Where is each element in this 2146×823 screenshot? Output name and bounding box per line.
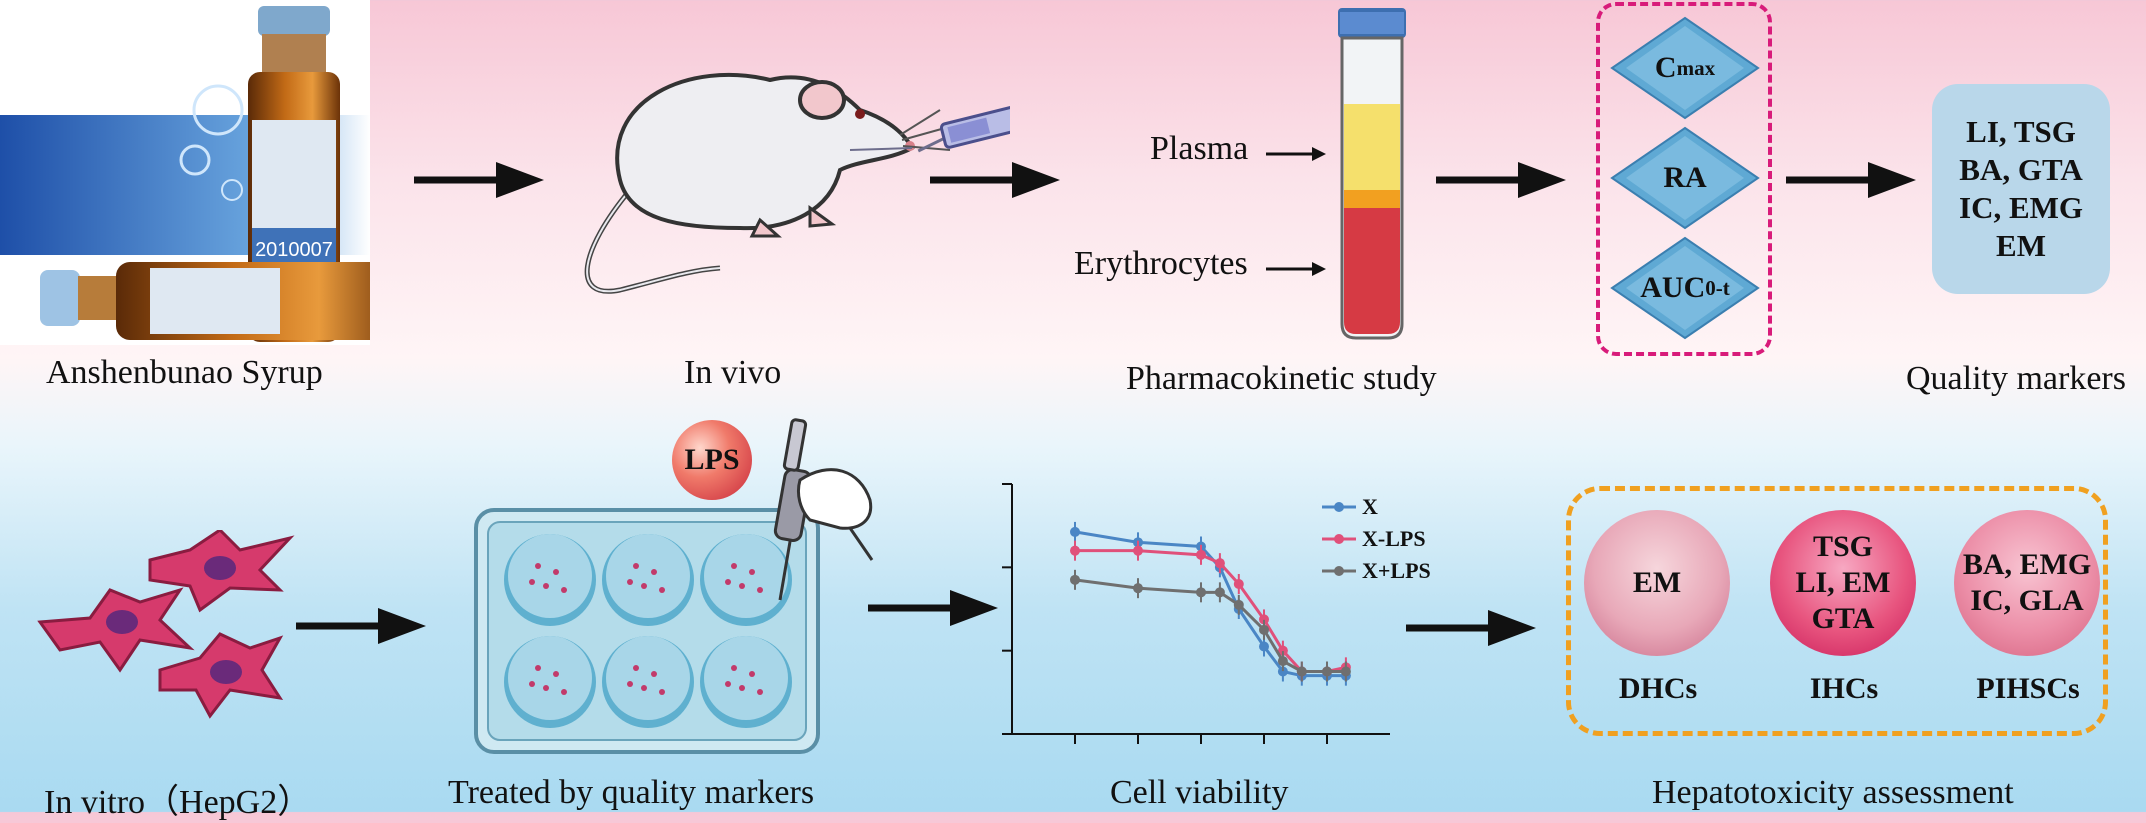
cell-viability-chart <box>990 470 1410 760</box>
lps-sphere: LPS <box>672 420 752 500</box>
data-point <box>1133 545 1143 556</box>
data-point <box>1322 666 1332 677</box>
syrup-image: 2010007 <box>0 0 406 345</box>
dhcs-circle: EM <box>1584 510 1730 656</box>
param-diamond-ra: RA <box>1610 126 1760 230</box>
treated-label: Treated by quality markers <box>448 774 815 811</box>
series-line-x-lps <box>1075 549 1347 673</box>
hepatotox-box <box>1566 486 2108 736</box>
viability-label: Cell viability <box>1110 774 1289 811</box>
legend-item-x-lps: X-LPS <box>1322 526 1426 552</box>
data-point <box>1259 641 1269 652</box>
arrow-viability-to-hepatotox <box>1406 606 1538 650</box>
arrow-cells-to-plate <box>296 604 428 648</box>
syrup-label: Anshenbunao Syrup <box>46 354 323 391</box>
dhcs-title: DHCs <box>1618 672 1698 705</box>
ihcs-line: GTA <box>1811 602 1875 635</box>
well-plate-image <box>472 506 822 756</box>
pihscs-line: IC, GLA <box>1970 584 2084 617</box>
arrow-syrup-to-invivo <box>414 158 546 202</box>
legend-label: X <box>1362 494 1378 519</box>
lps-label: LPS <box>684 443 740 476</box>
plasma-pointer-arrow <box>1266 144 1326 169</box>
qm-line: BA, GTA <box>1959 152 2083 187</box>
data-point <box>1070 574 1080 585</box>
pihscs-title: PIHSCs <box>1976 672 2080 705</box>
hepatotox-label: Hepatotoxicity assessment <box>1652 774 2014 811</box>
data-point <box>1070 526 1080 537</box>
quality-markers-label: Quality markers <box>1906 360 2126 397</box>
data-point <box>1259 624 1269 635</box>
data-point <box>1214 558 1225 569</box>
data-point <box>1277 645 1288 656</box>
data-point <box>1070 545 1080 556</box>
bottle-code: 2010007 <box>255 239 333 261</box>
arrow-pk-to-params <box>1436 158 1568 202</box>
ihcs-line: TSG <box>1812 530 1874 563</box>
legend-label: X+LPS <box>1362 558 1431 583</box>
legend-item-x: X <box>1322 494 1378 520</box>
quality-markers-box: LI, TSG BA, GTA IC, EMG EM <box>1932 84 2110 294</box>
erythrocytes-pointer-arrow <box>1266 259 1326 284</box>
ihcs-circle: TSG LI, EM GTA <box>1770 510 1916 656</box>
data-point <box>1259 614 1269 625</box>
legend-label: X-LPS <box>1362 526 1426 551</box>
plasma-label: Plasma <box>1150 130 1249 167</box>
ihcs-title: IHCs <box>1809 672 1879 705</box>
param-sub: 0-t <box>1705 275 1730 300</box>
qm-line: LI, TSG <box>1966 114 2076 149</box>
ihcs-line: LI, EM <box>1795 566 1891 599</box>
data-point <box>1340 666 1351 677</box>
param-sub: max <box>1676 55 1716 80</box>
blood-test-tube-image <box>1334 4 1410 344</box>
pk-parameters-box <box>1596 2 1772 356</box>
param-main: C <box>1654 51 1677 84</box>
hepg2-cells-image <box>30 528 300 720</box>
pihscs-line: BA, EMG <box>1962 548 2092 581</box>
qm-line: IC, EMG <box>1959 190 2083 225</box>
data-point <box>1233 579 1244 589</box>
arrow-params-to-markers <box>1786 158 1918 202</box>
invivo-label: In vivo <box>684 354 782 391</box>
data-point <box>1133 583 1143 594</box>
qm-line: EM <box>1996 228 2046 263</box>
series-line-x <box>1074 530 1346 678</box>
arrow-plate-to-viability <box>868 586 1000 630</box>
param-main: AUC <box>1640 271 1706 304</box>
pk-study-label: Pharmacokinetic study <box>1126 360 1437 397</box>
data-point <box>1296 666 1307 677</box>
invitro-label: In vitro（HepG2） <box>44 784 312 821</box>
param-main: RA <box>1663 161 1707 194</box>
pihscs-circle: BA, EMG IC, GLA <box>1954 510 2100 656</box>
dhcs-line: EM <box>1632 566 1682 599</box>
data-point <box>1277 656 1288 667</box>
data-point <box>1214 587 1225 598</box>
data-point <box>1233 599 1244 610</box>
data-point <box>1196 587 1206 598</box>
erythrocytes-label: Erythrocytes <box>1074 245 1248 282</box>
legend-item-x-plus-lps: X+LPS <box>1322 558 1431 584</box>
data-point <box>1196 549 1206 560</box>
series-line-x-lps <box>1074 578 1346 673</box>
data-point <box>1277 666 1288 677</box>
pipette-hand-image <box>740 410 880 610</box>
arrow-invivo-to-pk <box>930 158 1062 202</box>
viability-chart-svg <box>1002 483 1390 744</box>
